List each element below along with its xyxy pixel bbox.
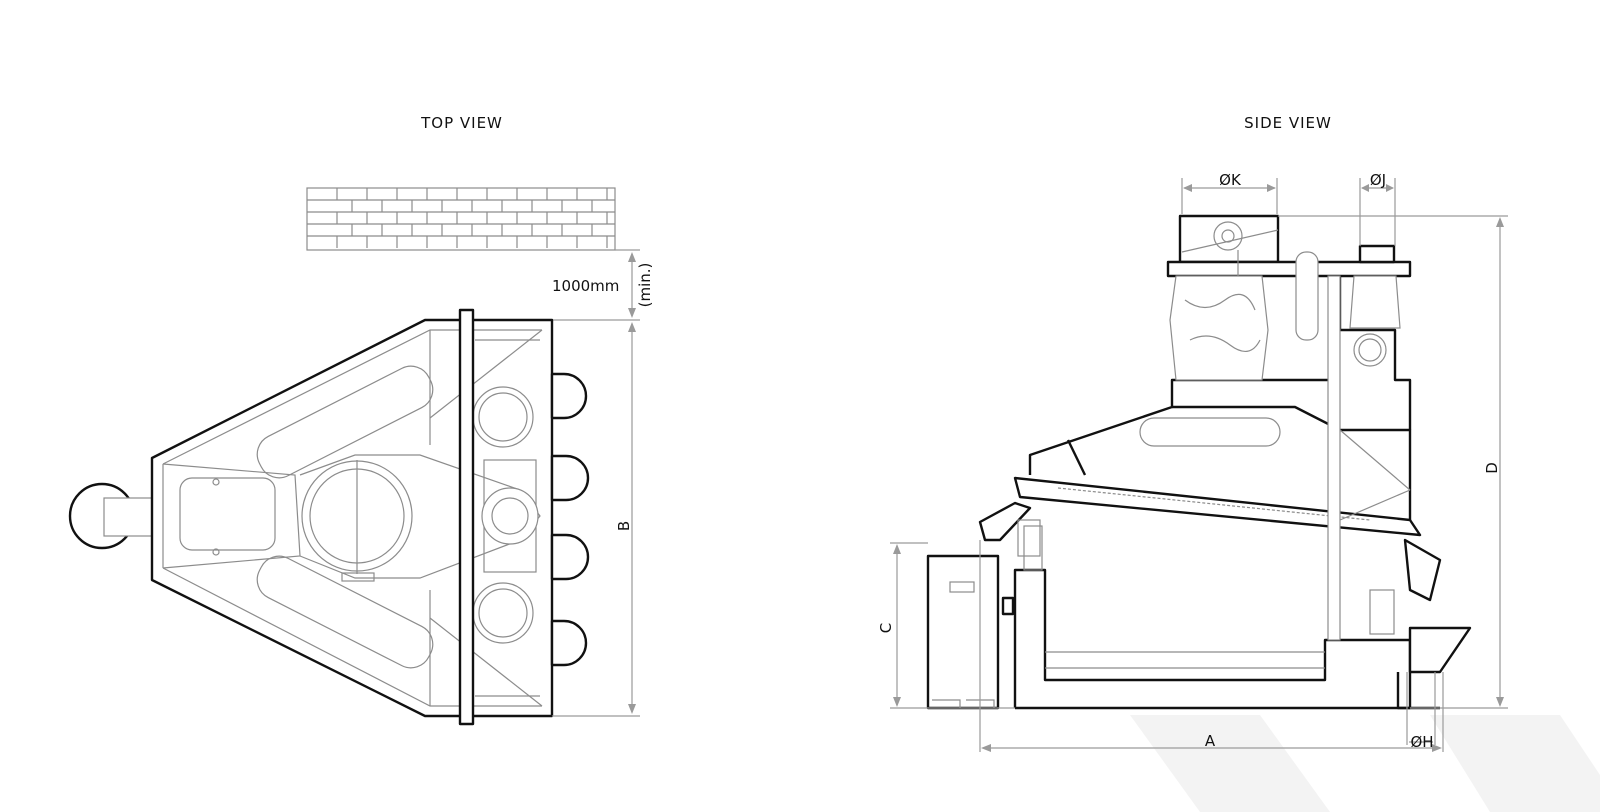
dimension-h: ØH [1406,672,1436,751]
side-view-title: SIDE VIEW [1244,114,1332,132]
dimension-d: D [1278,215,1508,709]
clearance-label: 1000mm [552,277,619,295]
top-view-title: TOP VIEW [420,114,503,132]
dimension-a: A [979,540,1444,752]
dimension-c: C [877,542,1015,709]
dimension-k: ØK [1181,171,1278,214]
wall [306,187,616,251]
top-view-machine [68,308,590,726]
clearance-dimension: 1000mm (min.) [552,249,654,321]
dimension-b-label: B [615,521,633,531]
dimension-c-label: C [877,623,895,633]
dimension-j: ØJ [1359,171,1396,246]
dimension-a-label: A [1205,732,1216,750]
side-view-machine [926,214,1472,710]
clearance-note: (min.) [636,263,654,308]
dimension-h-label: ØH [1410,733,1433,751]
dimension-k-label: ØK [1219,171,1242,189]
background-stripes [1130,715,1600,812]
dimension-d-label: D [1483,462,1501,474]
dimension-j-label: ØJ [1370,171,1386,189]
dimension-b: B [552,322,640,717]
